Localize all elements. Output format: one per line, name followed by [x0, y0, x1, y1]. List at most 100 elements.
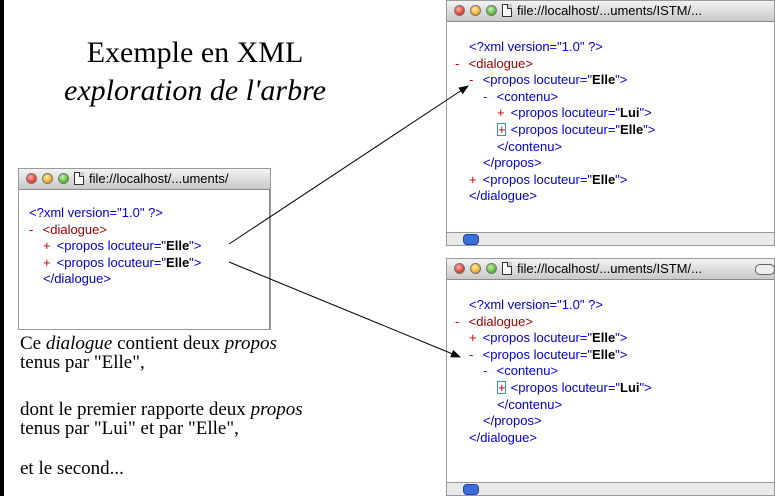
xml-tag: </contenu>	[497, 396, 563, 412]
collapse-toggle[interactable]: -	[483, 363, 488, 379]
xml-line: + <propos locuteur="Elle">	[29, 238, 201, 255]
xml-line: - <contenu>	[455, 363, 652, 380]
xml-attribute-value: Elle	[592, 330, 616, 346]
xml-attribute-value: Elle	[166, 238, 190, 254]
xml-attribute-value: Elle	[620, 121, 644, 137]
title-bar: file://localhost/...uments/ISTM/...	[447, 259, 775, 280]
xml-line: <?xml version="1.0" ?>	[455, 297, 652, 314]
xml-line: - <contenu>	[455, 89, 655, 106]
xml-declaration: <?xml version="1.0" ?>	[29, 205, 163, 220]
window-url: file://localhost/...uments/	[89, 171, 229, 186]
xml-tag-open: <propos locuteur="	[482, 330, 593, 346]
collapse-toggle[interactable]: -	[29, 221, 34, 237]
minimize-button[interactable]	[470, 5, 481, 16]
minimize-button[interactable]	[42, 173, 53, 184]
xml-tag: </dialogue>	[469, 188, 537, 204]
xml-attribute-value: Elle	[592, 346, 616, 362]
caption-emphasis: propos	[224, 333, 277, 354]
slide-title: Exemple en XML	[86, 36, 304, 69]
zoom-button[interactable]	[486, 5, 497, 16]
xml-line: <?xml version="1.0" ?>	[455, 39, 655, 56]
xml-tag-close-bracket: ">	[189, 254, 202, 270]
expand-toggle[interactable]: +	[497, 121, 506, 137]
toolbar-toggle-button[interactable]	[755, 264, 775, 275]
xml-tag-open: <propos locuteur="	[510, 105, 621, 121]
xml-declaration: <?xml version="1.0" ?>	[469, 39, 603, 54]
expand-toggle[interactable]: +	[43, 254, 51, 270]
collapse-toggle[interactable]: -	[469, 72, 474, 88]
xml-line: <?xml version="1.0" ?>	[29, 205, 201, 222]
window-url: file://localhost/...uments/ISTM/...	[517, 3, 702, 18]
xml-line: </dialogue>	[29, 271, 201, 288]
xml-line: - <propos locuteur="Elle">	[455, 72, 655, 89]
expand-toggle[interactable]: +	[497, 105, 505, 121]
xml-tag-close-bracket: ">	[615, 330, 628, 346]
xml-tag-close-bracket: ">	[615, 72, 628, 88]
xml-tag-open: <propos locuteur="	[482, 171, 593, 187]
xml-tag-open: <propos locuteur="	[510, 121, 621, 137]
xml-tag: <contenu>	[496, 363, 559, 379]
xml-line: + <propos locuteur="Lui">	[455, 105, 655, 122]
xml-line: + <propos locuteur="Elle">	[455, 122, 655, 139]
xml-attribute-value: Elle	[166, 254, 190, 270]
xml-line: </propos>	[455, 413, 652, 430]
close-button[interactable]	[454, 5, 465, 16]
title-bar: file://localhost/...uments/ISTM/...	[447, 1, 774, 22]
xml-tag-open: <propos locuteur="	[482, 346, 593, 362]
caption-emphasis: dialogue	[45, 333, 113, 354]
caption-paragraph-3: et le second...	[20, 458, 124, 479]
zoom-button[interactable]	[486, 263, 497, 274]
xml-line: - <propos locuteur="Elle">	[455, 347, 652, 364]
xml-tag-close-bracket: ">	[643, 121, 656, 137]
close-button[interactable]	[26, 173, 37, 184]
zoom-button[interactable]	[58, 173, 69, 184]
caption-text: contient deux	[112, 333, 225, 354]
horizontal-scrollbar[interactable]	[447, 482, 774, 495]
collapse-toggle[interactable]: -	[455, 313, 460, 329]
xml-tag: </dialogue>	[469, 429, 537, 445]
xml-line: + <propos locuteur="Lui">	[455, 380, 652, 397]
xml-tag: <dialogue>	[42, 221, 107, 237]
expand-toggle[interactable]: +	[469, 171, 477, 187]
xml-line: - <dialogue>	[455, 56, 655, 73]
xml-declaration: <?xml version="1.0" ?>	[469, 297, 603, 312]
xml-tag: </propos>	[483, 155, 542, 171]
browser-window-top: file://localhost/...uments/ISTM/... <?xm…	[446, 0, 775, 246]
collapse-toggle[interactable]: -	[483, 88, 488, 104]
caption-text: Ce	[20, 333, 46, 354]
scroll-thumb[interactable]	[463, 234, 479, 245]
expand-toggle[interactable]: +	[469, 330, 477, 346]
slide-subtitle: exploration de l'arbre	[64, 74, 326, 107]
expand-toggle[interactable]: +	[497, 379, 506, 395]
xml-tag-close-bracket: ">	[615, 346, 628, 362]
close-button[interactable]	[454, 263, 465, 274]
window-url: file://localhost/...uments/ISTM/...	[517, 261, 702, 276]
xml-line: </dialogue>	[455, 188, 655, 205]
xml-tag-open: <propos locuteur="	[510, 379, 621, 395]
xml-tag-close-bracket: ">	[615, 171, 628, 187]
caption-text: tenus par "Elle",	[20, 352, 145, 373]
window-right-edge	[269, 189, 270, 329]
xml-tree: <?xml version="1.0" ?>- <dialogue>- <pro…	[455, 39, 655, 205]
xml-attribute-value: Elle	[592, 72, 616, 88]
title-bar: file://localhost/...uments/	[19, 169, 270, 190]
horizontal-scrollbar[interactable]	[447, 232, 774, 245]
xml-tag: </propos>	[483, 413, 542, 429]
xml-tree: <?xml version="1.0" ?>- <dialogue>+ <pro…	[455, 297, 652, 446]
minimize-button[interactable]	[470, 263, 481, 274]
caption-text: dont le premier rapporte deux	[20, 399, 251, 420]
collapse-toggle[interactable]: -	[469, 346, 474, 362]
expand-toggle[interactable]: +	[43, 238, 51, 254]
xml-line: + <propos locuteur="Elle">	[455, 330, 652, 347]
document-icon	[502, 262, 512, 275]
xml-tag: </contenu>	[497, 138, 563, 154]
caption-paragraph-1: Ce dialogue contient deux propos tenus p…	[20, 334, 277, 372]
document-icon	[74, 172, 84, 185]
collapse-toggle[interactable]: -	[455, 55, 460, 71]
xml-tag: <contenu>	[496, 88, 559, 104]
xml-tag-close-bracket: ">	[639, 105, 652, 121]
xml-line: </contenu>	[455, 397, 652, 414]
xml-line: </contenu>	[455, 139, 655, 156]
scroll-thumb[interactable]	[463, 484, 479, 495]
xml-tag-open: <propos locuteur="	[56, 238, 167, 254]
